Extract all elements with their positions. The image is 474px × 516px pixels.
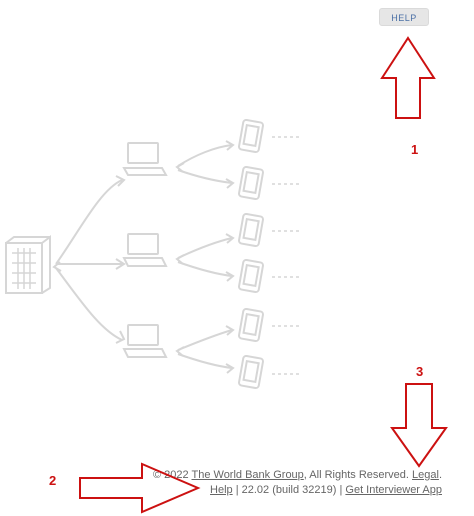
footer-copyright-line: © 2022 The World Bank Group, All Rights … xyxy=(153,468,442,483)
annotation-marker-1: 1 xyxy=(411,142,419,157)
footer: © 2022 The World Bank Group, All Rights … xyxy=(153,468,442,498)
tablet-icon xyxy=(238,212,264,248)
tablet-icon xyxy=(238,307,264,343)
laptop-icon xyxy=(122,142,168,176)
tablet-icon xyxy=(238,118,264,154)
get-interviewer-app-link[interactable]: Get Interviewer App xyxy=(345,484,442,496)
rights-text: , All Rights Reserved. xyxy=(303,469,413,481)
world-bank-link[interactable]: The World Bank Group xyxy=(191,469,304,481)
footer-help-link[interactable]: Help xyxy=(210,484,233,496)
tablet-icon xyxy=(238,354,264,390)
tablet-icon xyxy=(238,165,264,201)
laptop-icon xyxy=(122,233,168,267)
help-button[interactable]: HELP xyxy=(379,8,429,26)
legal-link[interactable]: Legal xyxy=(412,469,439,481)
server-icon xyxy=(5,235,51,294)
copyright-prefix: © 2022 xyxy=(153,469,192,481)
footer-version-line: Help | 22.02 (build 32219) | Get Intervi… xyxy=(153,483,442,498)
annotation-marker-2: 2 xyxy=(49,473,57,488)
version-text: | 22.02 (build 32219) | xyxy=(232,484,346,496)
laptop-icon xyxy=(122,324,168,358)
annotation-marker-3: 3 xyxy=(416,364,424,379)
tablet-icon xyxy=(238,258,264,294)
legal-suffix: . xyxy=(438,469,442,481)
